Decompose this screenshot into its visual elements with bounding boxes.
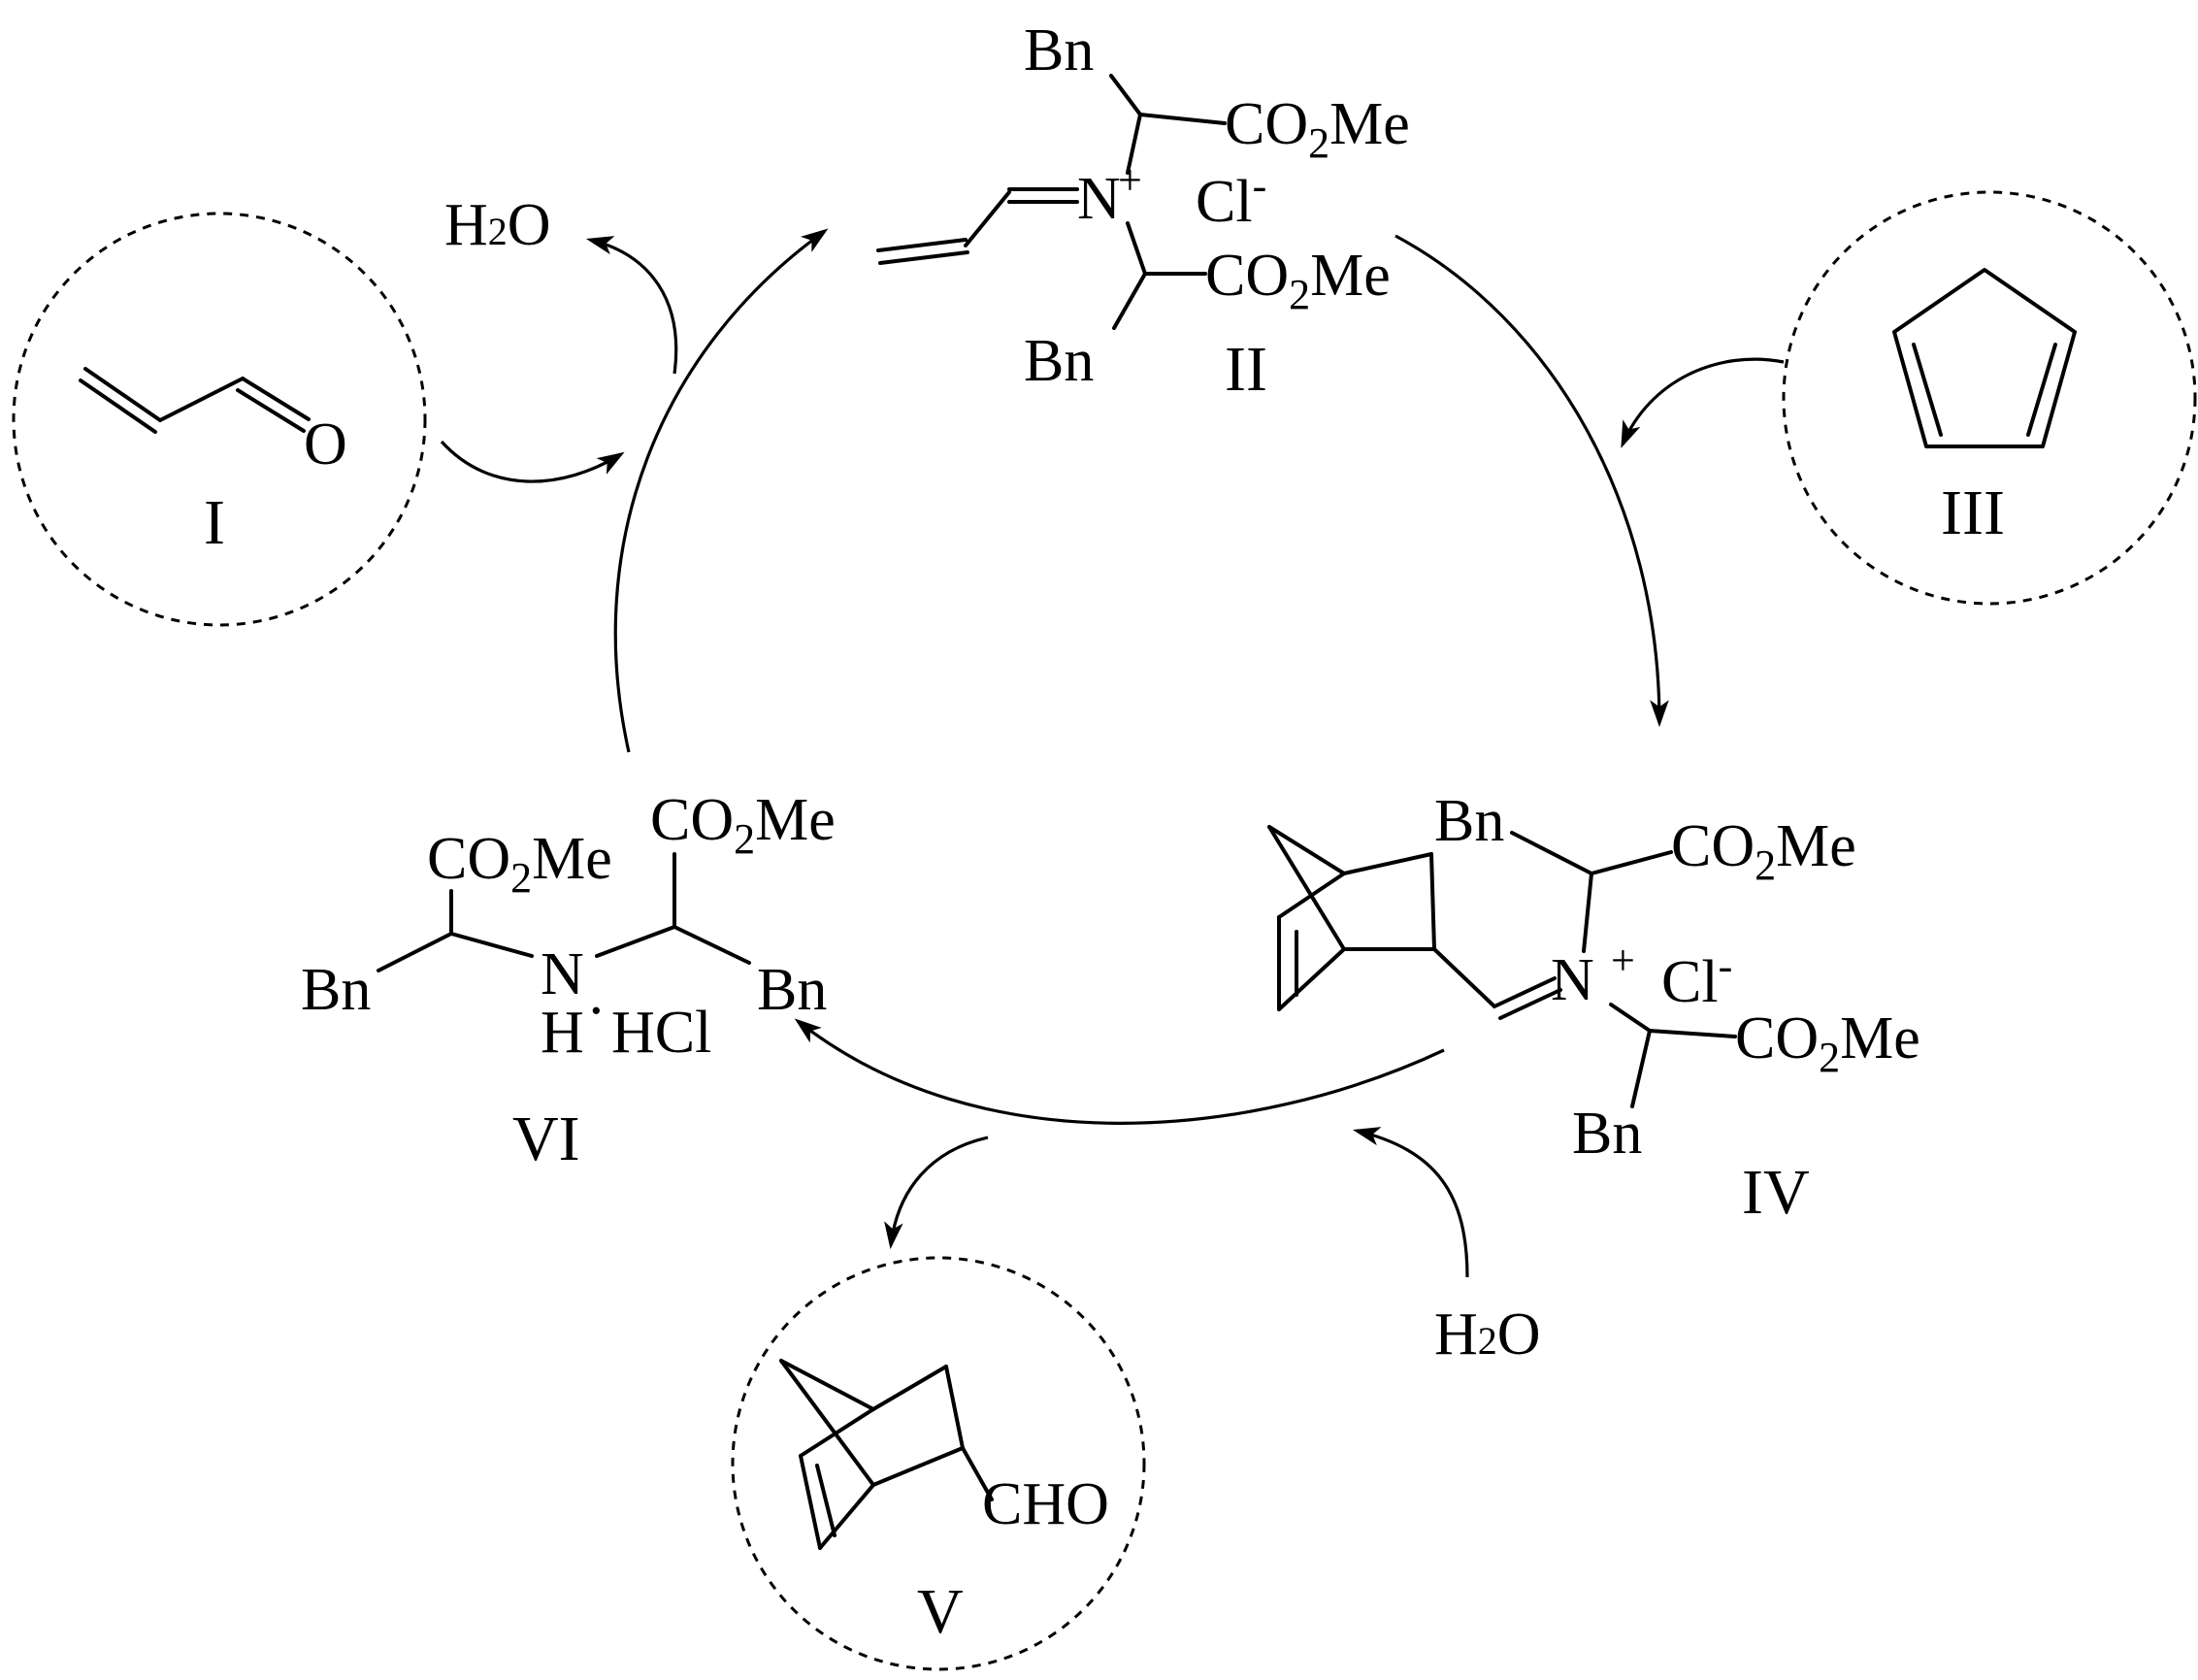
svg-text:CO2Me: CO2Me <box>1225 91 1410 167</box>
cycle-arrow-vi-to-ii <box>613 228 829 753</box>
svg-text:CO2Me: CO2Me <box>1735 1005 1920 1081</box>
svg-text:CO2Me: CO2Me <box>427 826 612 902</box>
compound-iv-structure: N + Bn CO2Me Cl- CO2Me Bn IV <box>1267 788 1920 1228</box>
compound-vi-label: VI <box>512 1104 580 1174</box>
circle-compound-iii <box>1782 190 2197 606</box>
circle-compound-v <box>731 1256 1146 1671</box>
water-in: H2O <box>1434 1301 1541 1367</box>
cycle-arrow-iv-to-vi <box>794 1018 1445 1125</box>
svg-text:Cl-: Cl- <box>1196 162 1266 235</box>
svg-text:Cl-: Cl- <box>1661 942 1732 1015</box>
oxygen-atom-label: O <box>304 412 347 478</box>
svg-text:Bn: Bn <box>1024 328 1094 394</box>
arrow-acrolein-in <box>440 440 625 483</box>
svg-text:CO2Me: CO2Me <box>1671 813 1856 889</box>
compound-v-structure: CHO V <box>779 1359 1109 1647</box>
compound-vi-structure: CO2Me CO2Me Bn N Bn H · HCl VI <box>301 787 836 1174</box>
water-out: H2O <box>444 192 551 258</box>
svg-text:N: N <box>1551 947 1594 1013</box>
svg-text:H: H <box>541 1000 584 1066</box>
svg-text:Bn: Bn <box>1572 1101 1642 1167</box>
arrow-aldehyde-out <box>884 1136 989 1250</box>
svg-text:H2O: H2O <box>1434 1301 1541 1367</box>
compound-iii-structure: III <box>1892 268 2077 548</box>
arrow-water-in <box>1352 1127 1469 1278</box>
svg-text:Bn: Bn <box>1434 788 1504 854</box>
svg-text:Bn: Bn <box>757 957 827 1023</box>
svg-text:N: N <box>1077 166 1121 232</box>
cycle-arrow-ii-to-iv <box>1394 234 1669 728</box>
compound-ii-label: II <box>1225 334 1267 405</box>
compound-ii-structure: N + Bn CO2Me Cl- CO2Me Bn II <box>876 17 1410 405</box>
svg-text:HCl: HCl <box>611 1000 711 1066</box>
svg-text:·: · <box>586 978 607 1044</box>
compound-i-structure: O I <box>79 367 347 558</box>
compound-iii-label: III <box>1941 478 2005 548</box>
arrow-water-out <box>585 236 678 375</box>
aldehyde-label: CHO <box>982 1471 1109 1537</box>
svg-text:Bn: Bn <box>301 957 371 1023</box>
svg-text:Bn: Bn <box>1024 17 1094 83</box>
compound-iv-label: IV <box>1742 1157 1810 1228</box>
svg-text:CO2Me: CO2Me <box>650 787 836 863</box>
compound-i-label: I <box>204 487 225 558</box>
circle-compound-i <box>12 212 427 627</box>
svg-text:+: + <box>1611 937 1635 984</box>
svg-text:H2O: H2O <box>444 192 551 258</box>
compound-v-label: V <box>917 1576 964 1647</box>
svg-text:CO2Me: CO2Me <box>1205 243 1391 318</box>
arrow-cyclopentadiene-in <box>1621 357 1785 448</box>
svg-text:N: N <box>541 941 584 1007</box>
